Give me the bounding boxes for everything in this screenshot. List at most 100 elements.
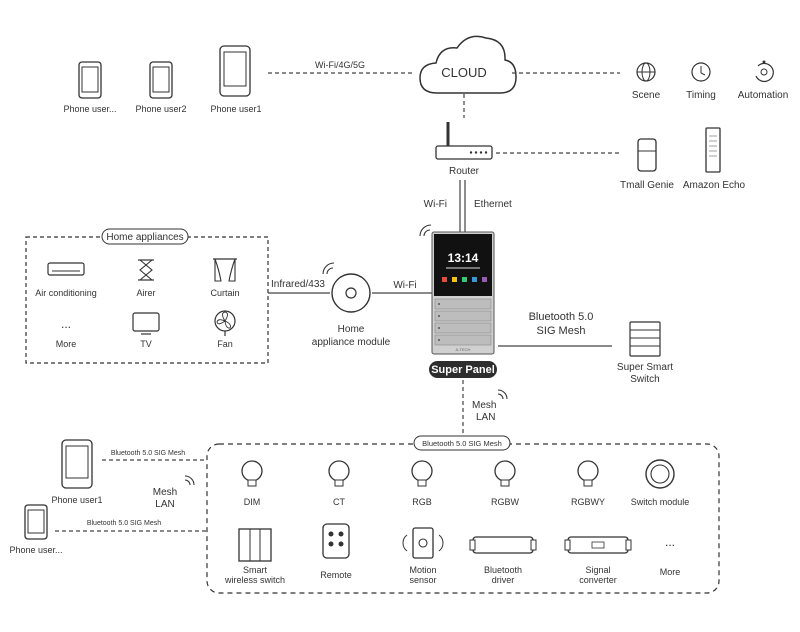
- home-appliance-module: Home appliance module: [312, 262, 391, 348]
- air-conditioner-icon: [47, 262, 85, 276]
- wireless-switch-label-line2: wireless switch: [224, 575, 285, 585]
- more-devices-label: More: [660, 567, 681, 577]
- bottom-mesh-label: Mesh: [153, 487, 177, 498]
- automation-label: Automation: [738, 90, 789, 101]
- super-panel: 13:14 A-TECH Super Panel: [419, 224, 497, 378]
- super-smart-switch-label-line1: Super Smart: [617, 362, 673, 373]
- phone-user-label: Phone user1: [210, 104, 261, 114]
- remote: Remote: [320, 523, 352, 580]
- airer-icon: [138, 259, 154, 281]
- phone1-link-label: Bluetooth 5.0 SIG Mesh: [111, 450, 185, 457]
- super-smart-switch: Super Smart Switch: [617, 321, 673, 385]
- bottom-lan-label: LAN: [155, 499, 174, 510]
- super-smart-switch-label-line2: Switch: [630, 374, 659, 385]
- wireless-switch-label-line1: Smart: [243, 565, 268, 575]
- bulb-dim: DIM: [241, 460, 263, 507]
- bulb-label: RGBW: [491, 497, 520, 507]
- fan: Fan: [214, 310, 236, 349]
- router: Router: [435, 122, 493, 177]
- panel-button: [434, 298, 492, 310]
- panel-screen-info: [446, 267, 480, 269]
- tv-label: TV: [140, 339, 152, 349]
- bottom-phone-user-1: Phone user1: [51, 439, 103, 505]
- tv-icon: [132, 312, 160, 335]
- echo-speaker-icon: [705, 127, 721, 173]
- mesh-group-title-pill: [413, 435, 511, 451]
- cloud-icon: [419, 35, 517, 94]
- appliance-module-label-line1: Home: [338, 324, 365, 335]
- bluetooth-driver: Bluetooth driver: [469, 536, 537, 585]
- more-devices: ... More: [660, 535, 681, 577]
- signal-converter-label-line2: converter: [579, 575, 617, 585]
- bulb-rgbw: RGBW: [491, 460, 520, 507]
- remote-label: Remote: [320, 570, 352, 580]
- scene-service: Scene: [632, 62, 661, 101]
- amazon-echo: Amazon Echo: [683, 127, 746, 191]
- module-wifi-label: Wi-Fi: [393, 280, 416, 291]
- scene-label: Scene: [632, 90, 661, 101]
- converter-icon: [564, 536, 632, 554]
- panel-button: [434, 322, 492, 334]
- panel-clock: 13:14: [448, 251, 479, 265]
- motion-sensor: Motion sensor: [402, 527, 444, 585]
- bulb-icon: [577, 460, 599, 487]
- signal-converter-label-line1: Signal: [585, 565, 610, 575]
- smart-speaker-icon: [637, 138, 657, 172]
- airer-label: Airer: [136, 288, 155, 298]
- bulb-label: RGB: [412, 497, 432, 507]
- panel-brand: A-TECH: [456, 347, 471, 352]
- globe-icon: [636, 62, 656, 82]
- bluetooth-driver-label-line2: driver: [492, 575, 515, 585]
- motion-sensor-label-line1: Motion: [409, 565, 436, 575]
- curtain: Curtain: [210, 258, 240, 298]
- wifi-label: Wi-Fi: [424, 199, 447, 210]
- cloud-label: CLOUD: [441, 65, 487, 80]
- automation-icon: [755, 60, 774, 83]
- bluetooth-right-label-line1: Bluetooth 5.0: [529, 311, 594, 323]
- timing-label: Timing: [686, 90, 716, 101]
- signal-waves-icon: [322, 262, 335, 275]
- switch-module: Switch module: [631, 459, 690, 507]
- bluetooth-driver-label-line1: Bluetooth: [484, 565, 522, 575]
- air-conditioning: Air conditioning: [35, 262, 97, 298]
- curtain-label: Curtain: [210, 288, 239, 298]
- signal-waves-icon: [184, 475, 195, 486]
- fan-label: Fan: [217, 339, 233, 349]
- smart-switch-icon: [629, 321, 661, 357]
- phone-icon: [61, 439, 93, 489]
- bottom-phone-user-other: Phone user...: [9, 504, 63, 555]
- more-label: More: [56, 339, 77, 349]
- home-appliances-group: Home appliances Air conditioning Airer: [25, 228, 269, 364]
- bulb-icon: [328, 460, 350, 487]
- signal-waves-icon: [419, 224, 432, 237]
- bulb-icon: [241, 460, 263, 487]
- phone2-link-label: Bluetooth 5.0 SIG Mesh: [87, 520, 161, 527]
- super-panel-label: Super Panel: [431, 364, 495, 376]
- home-appliances-title-pill: [101, 228, 189, 245]
- bulb-rgbwy: RGBWY: [571, 460, 605, 507]
- clock-icon: [691, 62, 711, 82]
- driver-icon: [469, 536, 537, 554]
- signal-waves-icon: [497, 389, 508, 400]
- bulb-icon: [494, 460, 516, 487]
- phone-icon: [78, 61, 102, 99]
- bulb-label: RGBWY: [571, 497, 605, 507]
- panel-button: [434, 334, 492, 346]
- appliance-module-icon: [331, 273, 371, 313]
- phone-user-2: Phone user2: [135, 61, 187, 114]
- mesh-group-title: Bluetooth 5.0 SIG Mesh: [422, 439, 502, 448]
- remote-icon: [322, 523, 350, 559]
- more-dots-icon: ...: [665, 535, 675, 549]
- phone-icon: [149, 61, 173, 99]
- air-conditioning-label: Air conditioning: [35, 288, 97, 298]
- automation-service: Automation: [738, 60, 789, 101]
- appliance-module-label-line2: appliance module: [312, 337, 391, 348]
- more-appliances: ... More: [56, 317, 77, 349]
- wireless-switch-icon: [238, 528, 272, 562]
- lan-label: LAN: [476, 412, 495, 423]
- switch-module-label: Switch module: [631, 497, 690, 507]
- motion-sensor-label-line2: sensor: [409, 575, 436, 585]
- bluetooth-right-label-line2: SIG Mesh: [537, 325, 586, 337]
- more-dots-icon: ...: [61, 317, 71, 331]
